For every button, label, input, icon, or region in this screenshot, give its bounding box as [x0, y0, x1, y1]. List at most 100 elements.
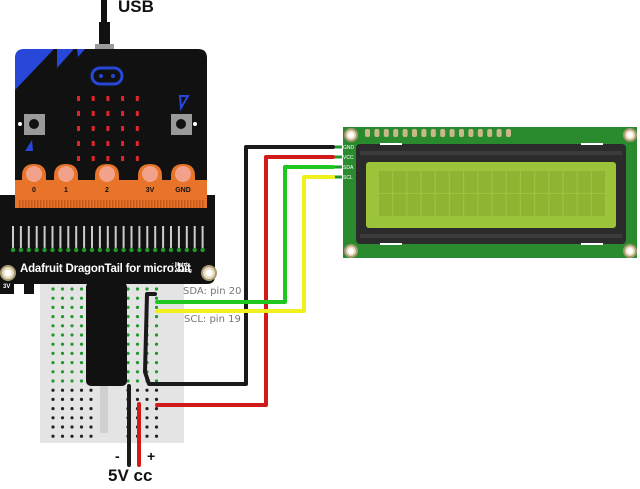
led [91, 126, 95, 131]
led [77, 96, 80, 101]
lcd-cell [478, 171, 492, 193]
matrix-label: : Matrix [172, 262, 190, 268]
dt-pin [145, 247, 150, 253]
lcd-cell [464, 171, 478, 193]
lcd-cell [435, 194, 449, 216]
wire-vcc [155, 155, 335, 407]
led [121, 126, 125, 131]
pin-label: 3V [146, 187, 155, 194]
lcd-pin-label: SDA [343, 165, 354, 171]
dt-pin [58, 247, 63, 253]
dt-pin [129, 247, 134, 253]
lcd-cell [421, 171, 435, 193]
dt-pin [176, 247, 182, 253]
lcd-pin-label: GND [343, 145, 355, 151]
microbit-logo-icon [90, 66, 124, 86]
scl-note: SCL: pin 19 [184, 314, 241, 325]
led [106, 126, 110, 131]
dt-pin [200, 247, 205, 253]
lcd-cell [393, 194, 407, 216]
dt-pin [160, 247, 166, 253]
pin-label: GND [175, 187, 191, 194]
lcd-cell [506, 194, 520, 216]
dt-pin [97, 247, 103, 253]
led [91, 96, 95, 101]
dt-pin [18, 247, 24, 253]
led [121, 96, 125, 101]
usb-cable [95, 0, 114, 52]
microbit-pins: 0 1 2 3V GND [19, 164, 204, 208]
lcd-cell [407, 194, 421, 216]
led [135, 141, 139, 146]
lcd-cell [464, 194, 478, 216]
dt-pin [121, 247, 126, 253]
lcd-cell [492, 194, 506, 216]
lcd-character-cells [379, 171, 605, 216]
dt-pin [113, 247, 118, 253]
threev-side-label: 3V [3, 284, 11, 290]
dt-pin [137, 247, 142, 253]
dt-pin [81, 247, 87, 253]
led [77, 111, 80, 116]
plus-label: + [147, 448, 156, 464]
dt-pin [184, 247, 189, 253]
led [106, 111, 110, 116]
wire-sda [155, 165, 335, 304]
lcd-cell [407, 171, 421, 193]
microbit-board: 0 1 2 3V GND [15, 49, 207, 208]
led [135, 126, 139, 131]
lcd-cell [535, 194, 549, 216]
dt-pin [66, 247, 71, 253]
microbit-logo-stripe [15, 49, 54, 90]
minus-label: - [115, 448, 120, 464]
dt-pin [168, 247, 174, 253]
led [106, 156, 110, 161]
pin-label: 2 [105, 187, 109, 194]
lcd-cell [379, 194, 392, 216]
lcd-cell [435, 171, 449, 193]
lcd-cell [592, 194, 605, 216]
lcd-cell [563, 171, 577, 193]
lcd-cell [421, 194, 435, 216]
lcd-cell [478, 194, 492, 216]
dt-pin [10, 247, 16, 253]
lcd-cell [379, 171, 392, 193]
led [135, 156, 139, 161]
pin-label: 1 [64, 187, 68, 194]
lcd-cell [450, 194, 463, 216]
dt-pin [42, 247, 47, 253]
led-matrix [77, 96, 139, 161]
led [106, 96, 110, 101]
dt-pin [34, 247, 39, 253]
lcd-cell [506, 171, 520, 193]
dt-pin [74, 247, 79, 253]
led [91, 111, 95, 116]
dragontail-board: −0•1•2•3•4•5A6•7•89•3V−SDASCL1615141312•… [0, 195, 217, 386]
lcd-cell [549, 194, 563, 216]
wire-gnd [143, 145, 335, 386]
supply-label: 5V cc [108, 466, 153, 485]
lcd-cell [563, 194, 577, 216]
dt-pin [26, 247, 31, 253]
dt-pin [50, 247, 55, 253]
wires [127, 145, 335, 467]
usb-label: USB [118, 0, 154, 16]
led [135, 111, 139, 116]
lcd-pin-label: SCL [343, 175, 353, 181]
led [135, 96, 139, 101]
lcd-cell [577, 194, 591, 216]
led [91, 156, 95, 161]
led [77, 156, 80, 161]
lcd-cell [549, 171, 563, 193]
lcd-cell [450, 171, 463, 193]
analog-label: : Analog [172, 268, 192, 274]
lcd-cell [521, 171, 534, 193]
dt-pin [105, 247, 111, 253]
lcd-cell [492, 171, 506, 193]
led [121, 111, 125, 116]
pin-label: 0 [32, 187, 36, 194]
wire-scl [155, 175, 335, 313]
dt-pin [192, 247, 197, 253]
lcd-cell [535, 171, 549, 193]
